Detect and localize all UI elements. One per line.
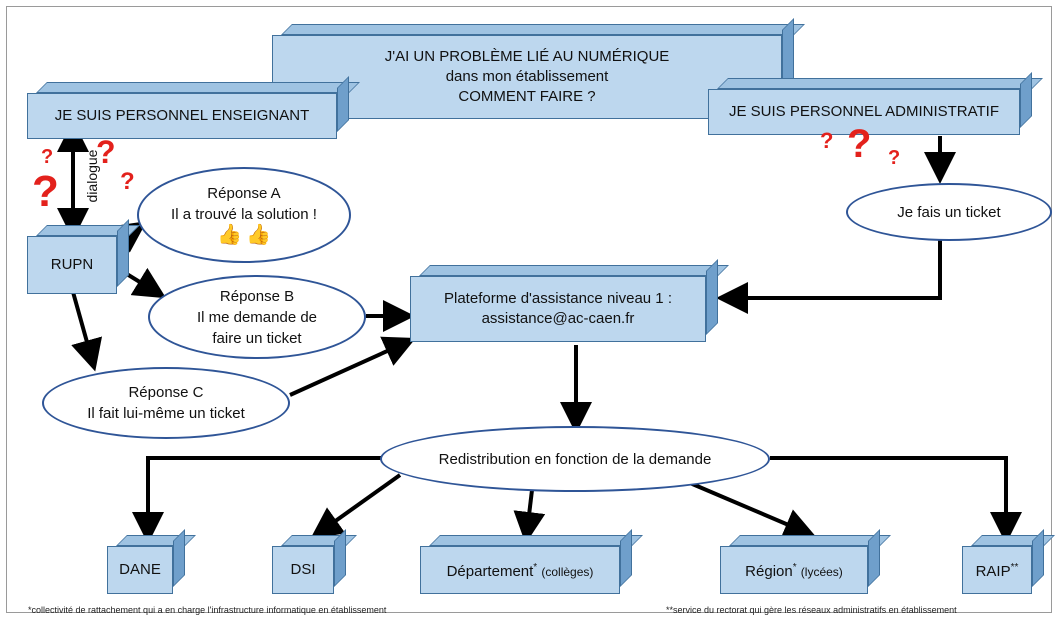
response-a-oval: Réponse A Il a trouvé la solution ! 👍👍 [137, 167, 351, 263]
title-line-2: dans mon établissement [445, 68, 609, 85]
footnote-left: *collectivité de rattachement qui a en c… [28, 605, 387, 615]
ticket-label: Je fais un ticket [897, 203, 1001, 221]
to-raip-arrow [770, 456, 1022, 544]
dsi-box: DSI [272, 546, 334, 594]
response-c-oval: Réponse C Il fait lui-même un ticket [42, 367, 290, 439]
question-mark-icon: ? [847, 122, 872, 166]
region-asterisk: * [792, 562, 797, 573]
response-c-title: Réponse C [128, 384, 204, 401]
rupn-label: RUPN [50, 256, 94, 273]
dane-label: DANE [119, 561, 161, 578]
region-label: Région* (lycées) [745, 558, 843, 582]
departement-text: Département [446, 563, 534, 580]
question-mark-icon: ? [32, 167, 59, 216]
c-to-platform-arrow [289, 336, 416, 397]
response-b-title: Réponse B [219, 287, 295, 305]
question-mark-icon: ? [820, 128, 834, 153]
to-dane-arrow [132, 456, 382, 544]
footnote-right: **service du rectorat qui gère les résea… [666, 605, 957, 615]
title-line-3: COMMENT FAIRE ? [458, 88, 596, 105]
to-departement-arrow [513, 489, 546, 544]
dane-box: DANE [107, 546, 173, 594]
question-mark-icon: ? [41, 146, 54, 168]
question-mark-icon: ? [96, 134, 116, 170]
platform-box: Plateforme d'assistance niveau 1 : assis… [410, 276, 706, 342]
raip-asterisks: ** [1010, 562, 1019, 573]
question-mark-icon: ? [120, 168, 135, 195]
ticket-oval: Je fais un ticket [846, 183, 1052, 241]
title-box: J'AI UN PROBLÈME LIÉ AU NUMÉRIQUE dans m… [272, 35, 782, 119]
region-note: (lycées) [800, 565, 843, 579]
thumbs-up-icon: 👍 [217, 224, 242, 246]
admin-box: JE SUIS PERSONNEL ADMINISTRATIF [708, 89, 1020, 135]
departement-asterisk: * [533, 562, 538, 573]
ticket-to-platform-arrow [716, 238, 942, 314]
to-region-arrow [689, 481, 817, 539]
question-mark-icon: ? [888, 147, 901, 169]
admin-label: JE SUIS PERSONNEL ADMINISTRATIF [728, 103, 1000, 120]
response-b-line-2: faire un ticket [212, 329, 302, 347]
redistribution-label: Redistribution en fonction de la demande [438, 450, 712, 468]
response-a-title: Réponse A [207, 185, 281, 202]
raip-label: RAIP** [976, 558, 1019, 582]
dsi-label: DSI [290, 561, 316, 578]
response-b-line-1: Il me demande de [196, 308, 318, 326]
thumbs-up-icon: 👍 [246, 224, 271, 246]
teacher-box: JE SUIS PERSONNEL ENSEIGNANT [27, 93, 337, 139]
departement-box: Département* (collèges) [420, 546, 620, 594]
region-text: Région [745, 563, 793, 580]
redistribution-oval: Redistribution en fonction de la demande [380, 426, 770, 492]
response-a-text: Il a trouvé la solution ! [171, 206, 317, 223]
rupn-box: RUPN [27, 236, 117, 294]
response-b-oval: Réponse B Il me demande de faire un tick… [148, 275, 366, 359]
to-dsi-arrow [310, 473, 402, 539]
platform-line-2: assistance@ac-caen.fr [481, 310, 635, 327]
departement-label: Département* (collèges) [447, 558, 594, 582]
raip-text: RAIP [975, 563, 1011, 580]
teacher-label: JE SUIS PERSONNEL ENSEIGNANT [54, 107, 310, 124]
raip-box: RAIP** [962, 546, 1032, 594]
response-c-text: Il fait lui-même un ticket [87, 405, 245, 422]
rupn-to-c-arrow [71, 291, 103, 372]
departement-note: (collèges) [541, 565, 594, 579]
title-line-1: J'AI UN PROBLÈME LIÉ AU NUMÉRIQUE [384, 48, 670, 65]
region-box: Région* (lycées) [720, 546, 868, 594]
platform-line-1: Plateforme d'assistance niveau 1 : [444, 290, 672, 307]
thumbs-up-row: 👍👍 [215, 225, 273, 247]
diagram-frame [6, 6, 1052, 613]
